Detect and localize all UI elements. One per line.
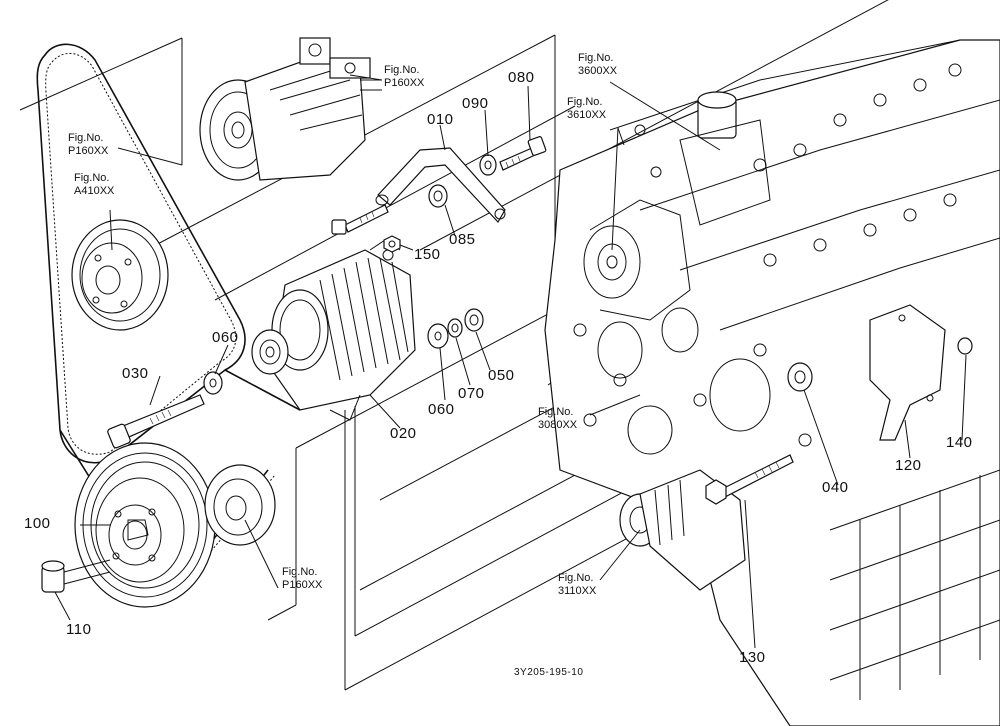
part-number-110: 110 [66,621,92,638]
callout-leaders [54,74,967,649]
collar-085 [428,184,448,208]
part-number-090: 090 [462,95,489,112]
nut-050 [464,308,484,332]
fig-ref-belt: Fig.No. P160XX [68,132,108,158]
part-number-030: 030 [122,365,149,382]
fig-label: Fig.No. [282,566,318,578]
fig-ref-hydraulic-pump: Fig.No. 3110XX [558,572,596,598]
document-id: 3Y205-195-10 [514,667,584,678]
fig-ref-thermostat: Fig.No. 3600XX [578,52,617,78]
fig-ref-idler: Fig.No. P160XX [282,566,322,592]
fig-ref-compressor: Fig.No. P160XX [384,64,424,90]
part-number-150: 150 [414,246,441,263]
engine-block [544,39,1000,726]
fig-label: Fig.No. [578,52,614,64]
fig-ref-gear-case: Fig.No. 3080XX [538,406,577,432]
fig-code: 3610XX [567,109,607,121]
fig-label: Fig.No. [68,132,104,144]
part-number-010: 010 [427,111,454,128]
fig-ref-pulley: Fig.No. A410XX [74,172,114,198]
part-number-060-b: 060 [428,401,455,418]
part-number-070: 070 [458,385,485,402]
fig-code: P160XX [384,77,425,89]
fig-label: Fig.No. [538,406,574,418]
nut-150 [383,235,401,253]
bolt-stay [331,204,389,235]
washer-060-left [203,371,223,395]
bolt-110 [41,559,111,593]
part-number-060-a: 060 [212,329,239,346]
alternator-stay [375,147,506,224]
part-number-130: 130 [739,649,766,666]
part-number-080: 080 [508,69,535,86]
part-number-050: 050 [488,367,515,384]
fig-code: P160XX [282,579,323,591]
bolt-030 [107,394,205,449]
fig-label: Fig.No. [567,96,603,108]
compressor-assembly [199,37,382,181]
bolt-080 [499,136,547,171]
fig-code: 3600XX [578,65,618,77]
washer-090 [479,154,497,176]
fig-code: 3080XX [538,419,578,431]
alternator [251,239,416,421]
part-number-140: 140 [946,434,973,451]
part-number-100: 100 [24,515,51,532]
part-number-085: 085 [449,231,476,248]
pulley-upper [71,219,169,331]
fig-label: Fig.No. [384,64,420,76]
fig-label: Fig.No. [558,572,594,584]
part-number-040: 040 [822,479,849,496]
spring-washer-070 [447,318,463,338]
washer-060-right [427,323,449,349]
fig-code: 3110XX [558,585,597,597]
part-number-120: 120 [895,457,922,474]
fig-code: A410XX [74,185,115,197]
part-number-020: 020 [390,425,417,442]
idler-pulley [204,464,276,546]
fig-code: P160XX [68,145,109,157]
fig-ref-water-pump: Fig.No. 3610XX [567,96,606,122]
fig-label: Fig.No. [74,172,110,184]
